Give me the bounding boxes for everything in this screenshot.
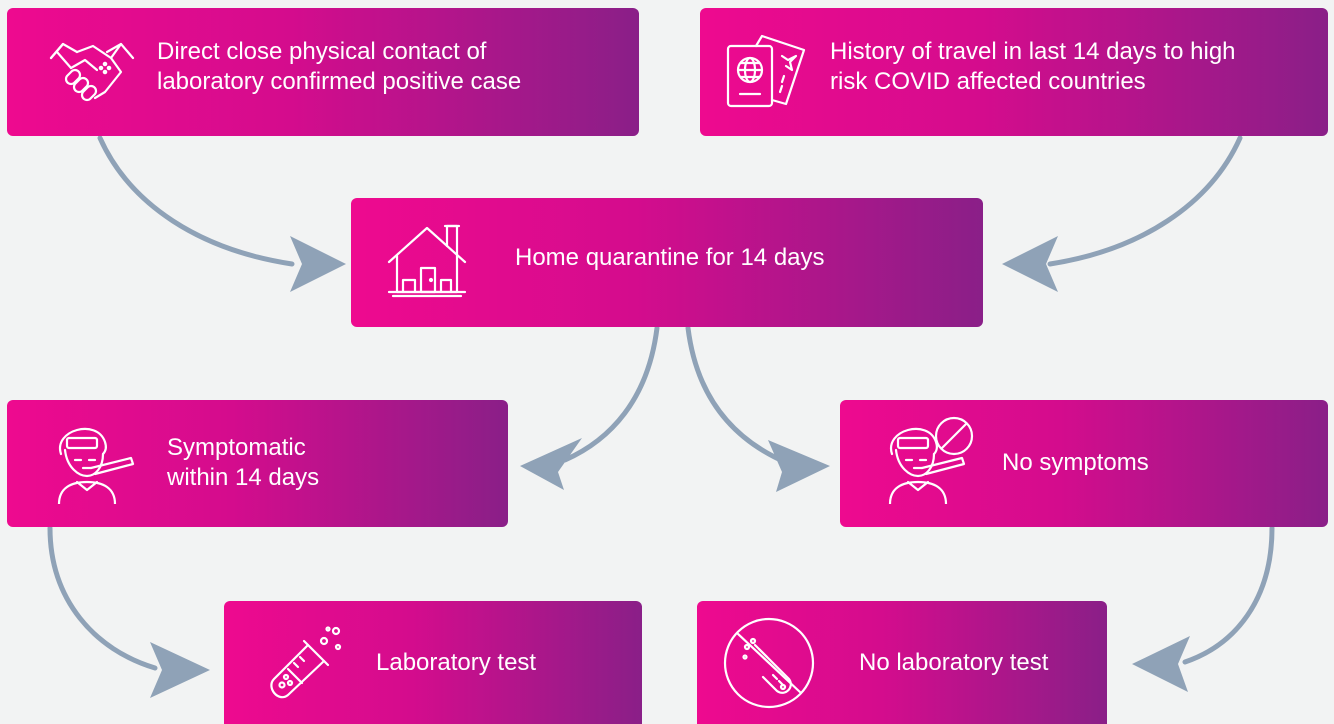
arrowhead-no-symptoms xyxy=(768,440,830,492)
node-quarantine: Home quarantine for 14 days xyxy=(351,198,983,327)
node-contact-line1: Direct close physical contact of xyxy=(157,38,487,65)
node-contact-line2: laboratory confirmed positive case xyxy=(157,68,522,95)
arrowhead-quarantine-right xyxy=(1002,236,1058,292)
node-no-lab-test-label: No laboratory test xyxy=(859,649,1049,676)
node-symptomatic: Symptomatic within 14 days xyxy=(7,400,508,527)
node-travel: History of travel in last 14 days to hig… xyxy=(700,8,1328,136)
node-symptomatic-line2: within 14 days xyxy=(167,464,320,491)
edge-quarantine-to-symptomatic xyxy=(562,325,660,463)
handshake-icon xyxy=(47,36,137,108)
node-no-symptoms-label: No symptoms xyxy=(1002,449,1149,476)
no-fever-person-icon xyxy=(878,414,978,504)
node-travel-line2: risk COVID affected countries xyxy=(830,68,1146,95)
node-no-symptoms: No symptoms xyxy=(840,400,1328,527)
arrowhead-lab-test xyxy=(150,642,210,698)
node-symptomatic-label: Symptomatic within 14 days xyxy=(167,433,319,493)
node-lab-test-label: Laboratory test xyxy=(376,649,537,676)
sick-person-thermometer-icon xyxy=(47,420,137,504)
node-lab-test: Laboratory test xyxy=(224,601,642,724)
node-contact-label: Direct close physical contact of laborat… xyxy=(157,37,521,97)
node-contact: Direct close physical contact of laborat… xyxy=(7,8,639,136)
arrowhead-quarantine-left xyxy=(290,236,346,292)
arrowhead-symptomatic xyxy=(520,438,582,490)
node-no-lab-test: No laboratory test xyxy=(697,601,1107,724)
no-test-tube-icon xyxy=(719,615,819,711)
edge-quarantine-to-no-symptoms xyxy=(685,325,788,465)
node-travel-label: History of travel in last 14 days to hig… xyxy=(830,37,1236,97)
arrowhead-no-lab-test xyxy=(1132,636,1190,692)
test-tube-icon xyxy=(264,623,348,707)
node-symptomatic-line1: Symptomatic xyxy=(167,434,306,461)
node-quarantine-label: Home quarantine for 14 days xyxy=(515,244,825,271)
edge-no-symptoms-to-no-lab-test xyxy=(1182,525,1275,665)
edge-travel-to-quarantine xyxy=(1047,135,1243,267)
edge-symptomatic-to-lab-test xyxy=(47,525,158,671)
node-travel-line1: History of travel in last 14 days to hig… xyxy=(830,38,1236,65)
house-icon xyxy=(385,220,469,300)
edge-contact-to-quarantine xyxy=(97,135,295,267)
passport-ticket-icon xyxy=(724,30,808,112)
